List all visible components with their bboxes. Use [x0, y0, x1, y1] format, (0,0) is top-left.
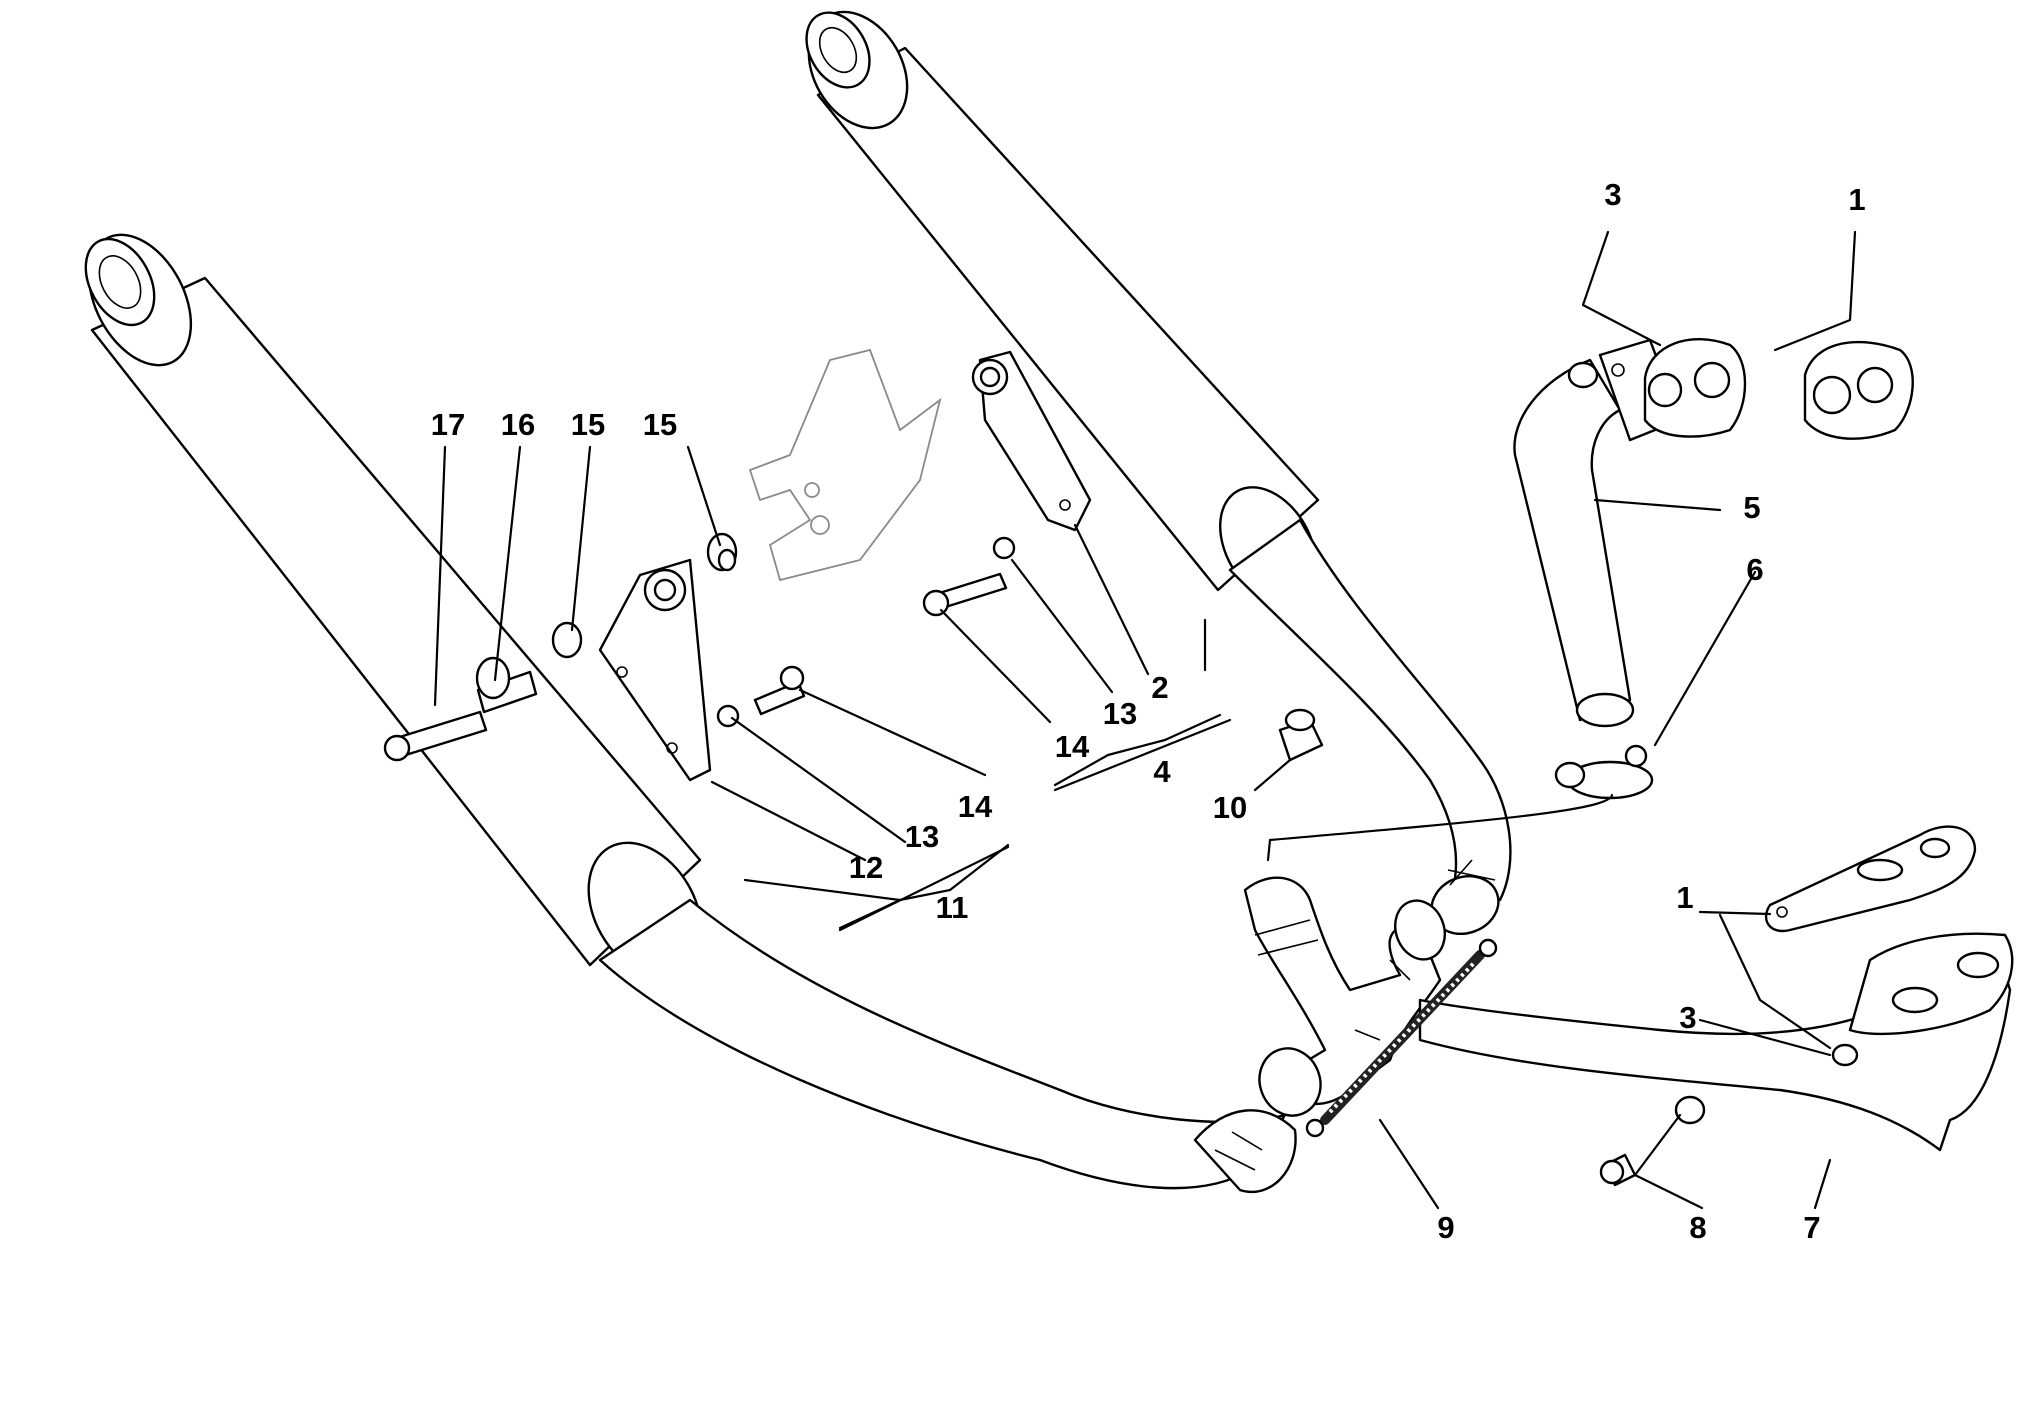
callout-15-left: 15: [571, 407, 605, 442]
callout-11: 11: [936, 890, 969, 925]
lower-flange: [1764, 825, 1977, 933]
callout-1-bottom: 1: [1676, 880, 1693, 915]
callout-7: 7: [1803, 1210, 1820, 1245]
left-hanger-fasteners: [383, 532, 806, 762]
callout-2: 2: [1151, 670, 1168, 705]
callout-3-top: 3: [1604, 177, 1621, 212]
right-silencer: [805, 10, 1512, 935]
callout-4: 4: [1153, 754, 1171, 789]
callout-10: 10: [1213, 790, 1247, 825]
callout-6: 6: [1746, 552, 1763, 587]
callout-12: 12: [849, 850, 883, 885]
callout-9: 9: [1437, 1210, 1454, 1245]
nuts-and-bolts: [1599, 1043, 1859, 1187]
left-hanger-bracket: [598, 558, 712, 782]
right-hanger-bracket: [971, 350, 1092, 532]
callout-13-right: 13: [1103, 696, 1137, 731]
frame-bracket-outline: [748, 348, 942, 582]
rear-connecting-pipe: [1418, 932, 2014, 1152]
callout-14-right: 14: [1055, 729, 1090, 764]
callout-13-left: 13: [905, 819, 939, 854]
callout-14-left: 14: [958, 789, 993, 824]
exhaust-spring: [1305, 938, 1498, 1138]
leader-lines: [433, 230, 1857, 1210]
callout-16: 16: [501, 407, 535, 442]
left-silencer: [84, 233, 1297, 1193]
assembly-brackets: [838, 718, 1232, 932]
exhaust-flanges: [1567, 337, 1914, 440]
callout-5: 5: [1743, 490, 1760, 525]
rubber-damper: [1278, 708, 1324, 762]
pipe-clamp: [1554, 744, 1654, 800]
callout-8: 8: [1689, 1210, 1706, 1245]
callout-15-right: 15: [643, 407, 677, 442]
callout-1-top: 1: [1848, 182, 1865, 217]
callout-labels: 1 3 5 6 17 16 15 15 2 13 14 4 10 13 14 1…: [431, 177, 1866, 1245]
callout-17: 17: [431, 407, 465, 442]
right-hanger-fasteners: [922, 536, 1016, 617]
callout-3-bottom: 3: [1679, 1000, 1696, 1035]
